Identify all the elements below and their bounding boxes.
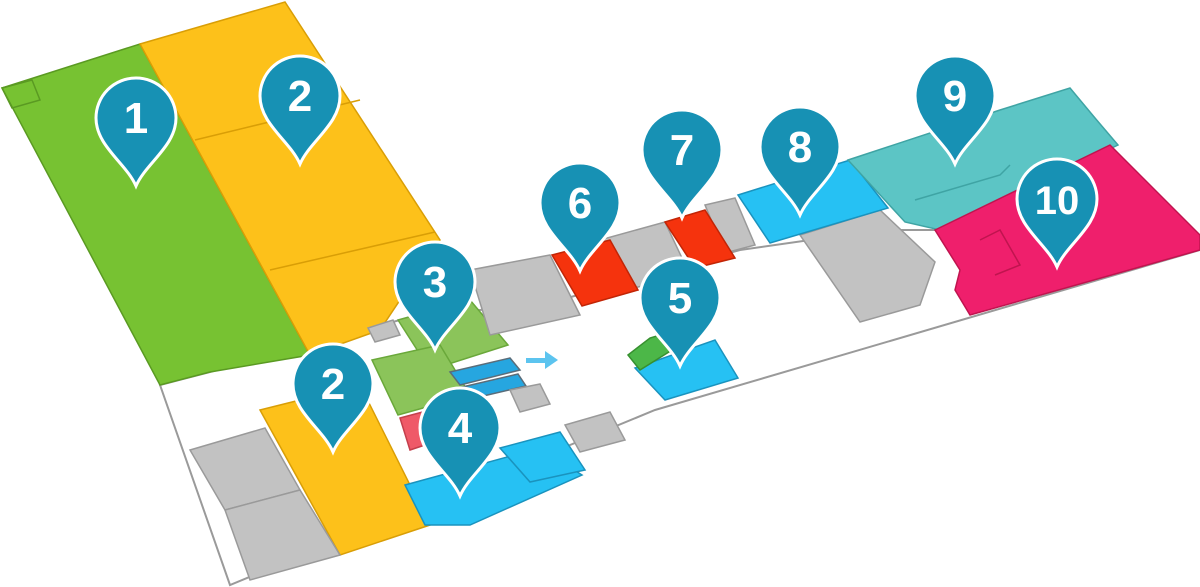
map-pin-marker-icon — [758, 105, 842, 219]
zone-teal[interactable] — [846, 87, 1120, 231]
map-pin-9[interactable]: 8 — [758, 105, 842, 219]
map-pin-4[interactable]: 2 — [291, 342, 375, 456]
map-pin-label: 9 — [943, 72, 967, 121]
map-pin-marker-icon — [640, 108, 724, 222]
map-pin-label: 1 — [124, 94, 148, 143]
map-pin-5[interactable]: 4 — [418, 386, 502, 500]
map-pin-label: 4 — [448, 404, 473, 453]
map-pin-marker-icon — [1015, 157, 1099, 271]
map-pin-marker-icon — [258, 54, 342, 168]
map-pin-label: 10 — [1035, 179, 1080, 223]
zone-blue-4b[interactable] — [498, 431, 587, 483]
location-pins: 1 2 3 2 4 5 6 7 8 9 10 — [94, 54, 1099, 500]
map-pin-marker-icon — [393, 240, 477, 354]
map-pin-label: 6 — [568, 179, 592, 228]
map-pin-label: 7 — [670, 126, 694, 175]
map-pin-2[interactable]: 2 — [258, 54, 342, 168]
map-pin-label: 5 — [668, 274, 692, 323]
zone-gray-stores — [188, 197, 936, 581]
map-pin-marker-icon — [538, 161, 622, 275]
map-pin-marker-icon — [291, 342, 375, 456]
direction-arrow-icon — [526, 351, 558, 369]
map-pin-6[interactable]: 5 — [638, 256, 722, 370]
map-pin-marker-icon — [94, 76, 178, 190]
map-pin-7[interactable]: 6 — [538, 161, 622, 275]
map-pin-marker-icon — [418, 386, 502, 500]
zone-pink-divider — [979, 229, 1022, 276]
map-pin-marker-icon — [638, 256, 722, 370]
map-pin-1[interactable]: 1 — [94, 76, 178, 190]
map-pin-11[interactable]: 10 — [1015, 157, 1099, 271]
zone-teal-divider — [914, 164, 1011, 201]
zone-green[interactable] — [0, 43, 312, 386]
zone-green-corner — [0, 79, 42, 109]
zone-yellow-divider-2 — [269, 231, 436, 271]
map-pin-label: 3 — [423, 258, 447, 307]
map-pin-marker-icon — [913, 54, 997, 168]
zone-red-7[interactable] — [663, 209, 737, 269]
map-pin-3[interactable]: 3 — [393, 240, 477, 354]
map-pin-label: 2 — [288, 72, 312, 121]
map-pin-label: 2 — [321, 360, 345, 409]
map-pin-10[interactable]: 9 — [913, 54, 997, 168]
map-pin-label: 8 — [788, 123, 812, 172]
map-pin-8[interactable]: 7 — [640, 108, 724, 222]
